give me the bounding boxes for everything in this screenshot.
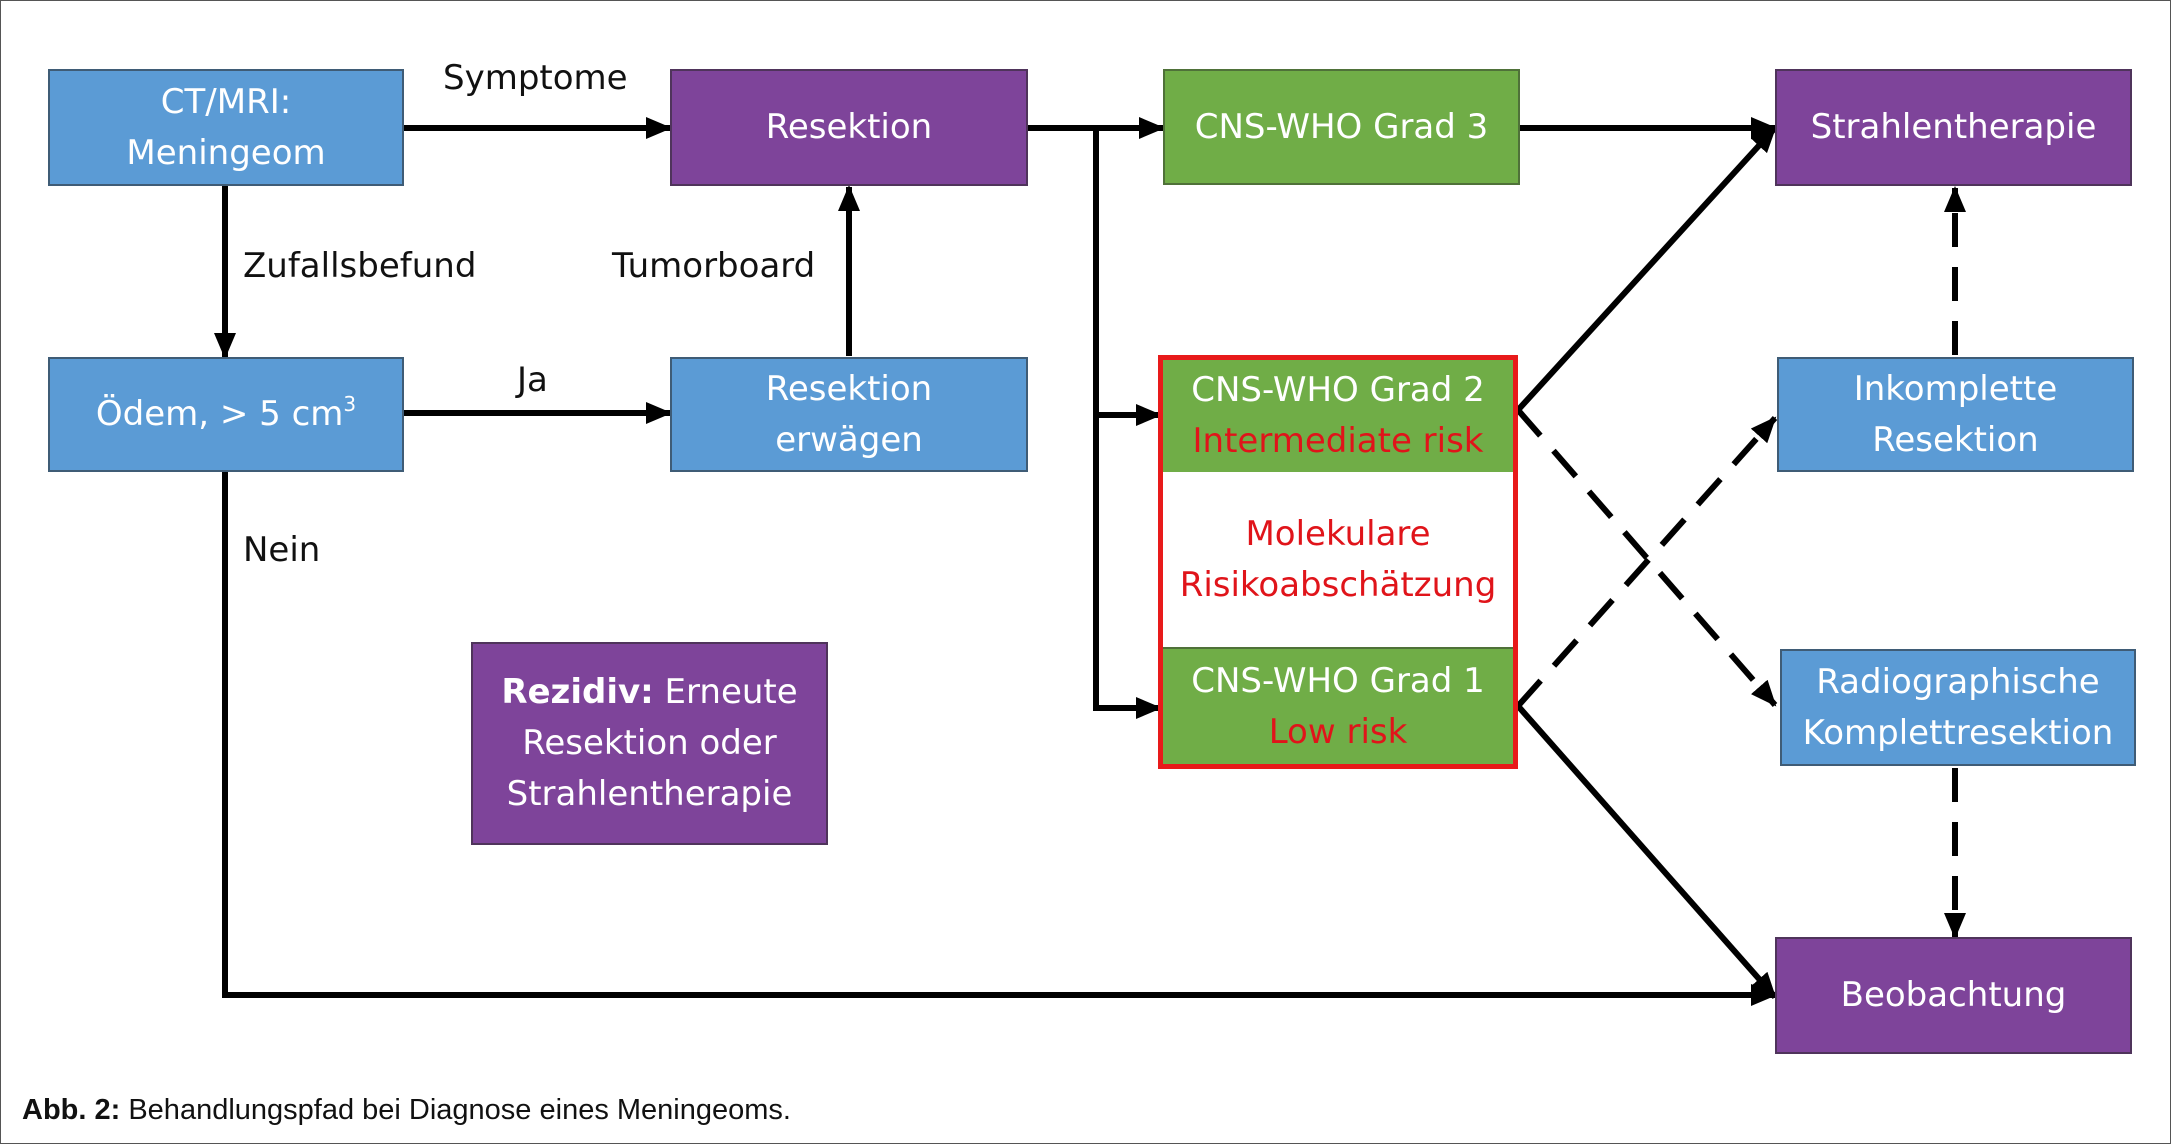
rezidiv-bold-label: Rezidiv: [501,672,654,712]
box-radiographische-komplettresektion: Radiographische Komplettresektion [1780,649,2136,766]
box-inkomplette-line2: Resektion [1872,419,2039,460]
box-resektion-label: Resektion [765,107,933,147]
box-oedem-label: Ödem, > 5 cm3 [96,389,356,440]
box-rezidiv-line1: Rezidiv: Erneute [501,667,797,718]
box-beobachtung: Beobachtung [1775,937,2132,1054]
edge-label-ja: Ja [517,360,548,400]
box-beobachtung-label: Beobachtung [1840,975,2067,1015]
box-ct-mri: CT/MRI: Meningeom [48,69,404,186]
box-rezidiv: Rezidiv: Erneute Resektion oder Strahlen… [471,642,828,845]
edge-branch [1093,128,1162,719]
box-inkomplette-line1: Inkomplette [1853,368,2058,409]
edge-label-zufallsbefund: Zufallsbefund [243,246,477,286]
box-cns-who-grad-1: CNS-WHO Grad 1 Low risk [1163,647,1513,764]
box-cns3-label: CNS-WHO Grad 3 [1194,106,1489,147]
edge-label-nein: Nein [243,530,321,570]
box-molekular-line2: Risikoabschätzung [1179,564,1497,605]
edge-cns2-radiographische [1515,408,1778,707]
box-rezidiv-line2: Resektion oder [522,723,777,763]
box-ct-mri-line1: CT/MRI: [160,81,292,122]
box-resektion-erwaegen-line2: erwägen [775,419,923,460]
box-cns1-line2: Low risk [1268,711,1408,752]
box-radiographische-line1: Radiographische [1816,661,2100,702]
edge-label-tumorboard: Tumorboard [612,246,816,286]
box-ct-mri-line2: Meningeom [126,132,326,173]
box-resektion: Resektion [670,69,1028,186]
box-cns2-line2: Intermediate risk [1192,421,1484,461]
box-resektion-erwaegen: Resektion erwägen [670,357,1028,472]
box-cns2-line1: CNS-WHO Grad 2 [1191,370,1485,410]
edge-nein [222,472,1777,1006]
box-radiographische-line2: Komplettresektion [1802,712,2114,753]
caption-text: Behandlungspfad bei Diagnose eines Menin… [120,1094,791,1126]
box-oedem: Ödem, > 5 cm3 [48,357,404,472]
box-rezidiv-line3: Strahlentherapie [506,774,793,814]
edge-cns1-inkomplette [1515,416,1778,708]
box-resektion-erwaegen-line1: Resektion [765,368,933,409]
box-cns-who-grad-3: CNS-WHO Grad 3 [1163,69,1520,185]
figure-caption: Abb. 2: Behandlungspfad bei Diagnose ein… [22,1094,791,1127]
box-cns-who-grad-2: CNS-WHO Grad 2 Intermediate risk [1163,360,1513,472]
box-molekular-line1: Molekulare [1245,513,1431,554]
edge-cns1-beobachtung [1515,704,1778,999]
box-molekulare-risikoabschaetzung: Molekulare Risikoabschätzung [1163,472,1513,647]
rezidiv-line1-rest: Erneute [653,672,798,712]
box-strahlentherapie: Strahlentherapie [1775,69,2132,186]
box-inkomplette-resektion: Inkomplette Resektion [1777,357,2134,472]
edge-cns2-strahlen [1515,125,1778,413]
box-cns1-line1: CNS-WHO Grad 1 [1191,660,1485,701]
caption-label: Abb. 2: [22,1094,121,1126]
oedem-text: Ödem, > 5 cm [95,394,344,434]
oedem-superscript: 3 [343,391,357,416]
edge-label-symptome: Symptome [443,58,628,98]
box-strahlentherapie-label: Strahlentherapie [1810,107,2097,147]
